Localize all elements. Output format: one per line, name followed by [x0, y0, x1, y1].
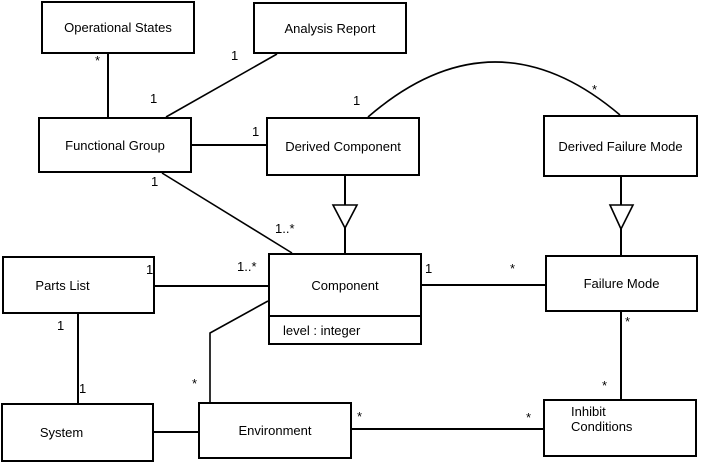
- class-attribute: level : integer: [283, 322, 361, 338]
- class-label: Parts List: [35, 277, 90, 293]
- multiplicity-functional-group-end-analysis-report: 1: [150, 91, 158, 106]
- class-label: Derived Component: [285, 139, 401, 154]
- multiplicity-analysis-report-end: 1: [231, 48, 239, 63]
- class-label: Inhibit Conditions: [571, 404, 633, 434]
- class-derived-failure-mode: Derived Failure Mode: [543, 115, 698, 177]
- multiplicity-parts-list-end-system: 1: [57, 318, 65, 333]
- class-label: Functional Group: [65, 137, 165, 153]
- generalization-derived-failure-mode--failure-mode: [608, 177, 635, 255]
- class-analysis-report: Analysis Report: [253, 2, 407, 54]
- class-label: Failure Mode: [583, 276, 660, 291]
- class-parts-list: Parts List: [2, 256, 155, 314]
- class-component: Component: [268, 253, 422, 317]
- edge-analysis-report--functional-group: [165, 53, 278, 118]
- multiplicity-inhibit-end-failure-mode: *: [602, 378, 608, 393]
- multiplicity-failure-mode-end-inhibit: *: [625, 314, 631, 329]
- class-system: System: [1, 403, 154, 462]
- class-inhibit-conditions: Inhibit Conditions: [543, 399, 697, 457]
- class-operational-states: Operational States: [41, 1, 195, 54]
- class-functional-group: Functional Group: [38, 117, 192, 173]
- multiplicity-system-end-parts-list: 1: [79, 381, 87, 396]
- class-component-attributes: level : integer: [268, 315, 422, 345]
- multiplicity-operational-states-end: *: [95, 53, 101, 68]
- class-label: System: [39, 425, 84, 440]
- edge-functional-group--component: [161, 172, 293, 254]
- class-label: Operational States: [64, 20, 172, 35]
- multiplicity-environment-end-inhibit: *: [357, 409, 363, 424]
- class-label: Environment: [238, 423, 312, 438]
- multiplicity-component-end-failure-mode: 1: [425, 261, 433, 276]
- class-failure-mode: Failure Mode: [545, 255, 698, 312]
- edge-derived-component--derived-failure-mode: [367, 61, 621, 118]
- class-label: Derived Failure Mode: [558, 138, 683, 154]
- multiplicity-failure-mode-end-component: *: [510, 261, 516, 276]
- multiplicity-component-end-functional-group: 1..*: [275, 221, 295, 236]
- multiplicity-parts-list-end-component: 1: [146, 262, 154, 277]
- multiplicity-derived-component-end-arc: 1: [353, 93, 361, 108]
- class-label: Analysis Report: [284, 20, 376, 36]
- multiplicity-environment-end-component: *: [192, 376, 198, 391]
- class-environment: Environment: [198, 402, 352, 459]
- multiplicity-derived-failure-mode-end-arc: *: [592, 82, 598, 97]
- generalization-derived-component--component: [331, 176, 359, 253]
- generalization-arrow-icon: [608, 204, 635, 231]
- multiplicity-inhibit-end-environment: *: [526, 410, 532, 425]
- multiplicity-component-end-parts-list: 1..*: [237, 259, 257, 274]
- class-label: Component: [311, 277, 379, 293]
- multiplicity-derived-component-end-functional-group: 1: [252, 124, 260, 139]
- generalization-arrow-icon: [331, 204, 359, 230]
- class-derived-component: Derived Component: [266, 117, 420, 176]
- edge-environment--component: [209, 300, 269, 402]
- multiplicity-functional-group-end-component: 1: [151, 174, 159, 189]
